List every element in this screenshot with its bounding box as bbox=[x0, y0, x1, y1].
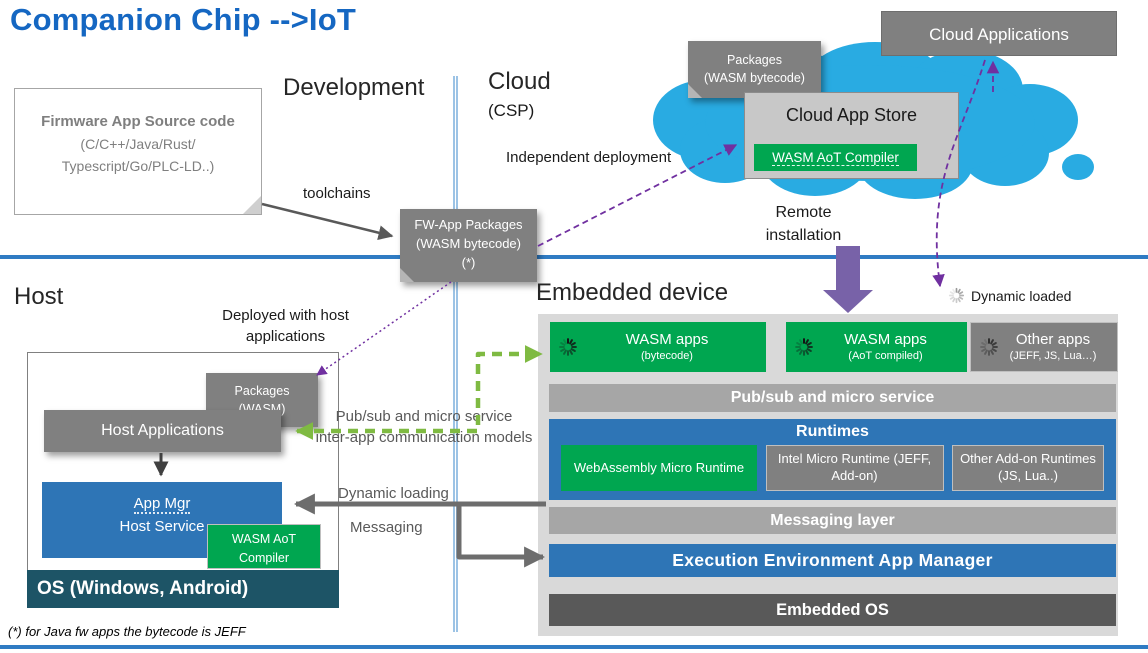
toolchains-label: toolchains bbox=[303, 185, 371, 202]
wasm-apps-bytecode-title: WASM apps bbox=[625, 330, 709, 348]
dynamic-loaded-label: Dynamic loaded bbox=[971, 287, 1072, 304]
firmware-source-title: Firmware App Source code bbox=[41, 113, 235, 130]
wasm-apps-bytecode-box: WASM apps (bytecode) bbox=[550, 322, 766, 372]
host-applications-box: Host Applications bbox=[44, 410, 281, 452]
other-apps-subtitle: (JEFF, JS, Lua…) bbox=[1009, 349, 1097, 362]
vertical-divider bbox=[453, 76, 458, 632]
fw-app-packages-note: FW-App Packages (WASM bytecode) (*) bbox=[400, 209, 537, 282]
cloud-applications-box: Cloud Applications bbox=[881, 11, 1117, 56]
independent-deployment-label: Independent deployment bbox=[506, 149, 672, 166]
execution-env-bar: Execution Environment App Manager bbox=[549, 544, 1116, 577]
bottom-border-line bbox=[0, 645, 1148, 649]
runtimes-container: Runtimes WebAssembly Micro Runtime Intel… bbox=[549, 419, 1116, 500]
spinner-icon bbox=[948, 287, 965, 304]
section-label-csp: (CSP) bbox=[488, 101, 535, 120]
toolchains-arrow bbox=[261, 202, 394, 241]
runtimes-title: Runtimes bbox=[796, 423, 869, 440]
host-os-bar: OS (Windows, Android) bbox=[27, 570, 339, 608]
wasm-apps-aot-box: WASM apps (AoT compiled) bbox=[786, 322, 967, 372]
wasm-apps-bytecode-subtitle: (bytecode) bbox=[641, 349, 693, 362]
wasm-apps-aot-subtitle: (AoT compiled) bbox=[848, 349, 923, 362]
cloud-app-store-title: Cloud App Store bbox=[785, 105, 918, 125]
spinner-icon bbox=[795, 338, 813, 356]
section-label-embedded-device: Embedded device bbox=[536, 279, 729, 306]
wasm-apps-aot-title: WASM apps bbox=[844, 330, 927, 348]
runtime-intel-box: Intel Micro Runtime (JEFF, Add-on) bbox=[765, 445, 944, 491]
remote-installation-label: Remote installation bbox=[765, 204, 842, 245]
firmware-source-box: Firmware App Source code (C/C++/Java/Rus… bbox=[14, 88, 262, 215]
cloud-aot-compiler-box: WASM AoT Compiler bbox=[754, 144, 917, 171]
dynamic-loading-label: Dynamic loading bbox=[338, 485, 449, 502]
section-label-cloud: Cloud bbox=[488, 68, 551, 95]
host-service-label: Host Service bbox=[119, 518, 205, 536]
deployed-with-host-label: Deployed with host applications bbox=[222, 307, 349, 345]
cloud-aot-compiler-label: WASM AoT Compiler bbox=[772, 150, 899, 166]
host-aot-compiler-box: WASM AoT Compiler bbox=[207, 524, 321, 569]
other-apps-title: Other apps bbox=[1015, 330, 1091, 348]
horizontal-divider bbox=[0, 255, 1148, 259]
cloud-app-store-box: Cloud App Store WASM AoT Compiler bbox=[744, 92, 959, 179]
pubsub-service-bar: Pub/sub and micro service bbox=[549, 384, 1116, 412]
footnote: (*) for Java fw apps the bytecode is JEF… bbox=[8, 624, 246, 639]
spinner-icon bbox=[559, 338, 577, 356]
messaging-arrow bbox=[456, 504, 546, 568]
section-label-host: Host bbox=[14, 283, 64, 310]
page-title: Companion Chip -->IoT bbox=[10, 2, 357, 37]
spinner-icon bbox=[980, 338, 998, 356]
pubsub-models-label: Pub/sub and micro service inter-app comm… bbox=[315, 408, 533, 446]
runtime-other-box: Other Add-on Runtimes (JS, Lua..) bbox=[952, 445, 1104, 491]
app-mgr-label: App Mgr bbox=[133, 495, 191, 514]
other-apps-box: Other apps (JEFF, JS, Lua…) bbox=[970, 322, 1118, 372]
embedded-os-bar: Embedded OS bbox=[549, 594, 1116, 626]
section-label-development: Development bbox=[283, 74, 425, 101]
messaging-label: Messaging bbox=[350, 519, 423, 536]
dynamic-loaded-indicator: Dynamic loaded bbox=[948, 287, 1071, 304]
runtime-wamr-box: WebAssembly Micro Runtime bbox=[561, 445, 757, 491]
messaging-layer-bar: Messaging layer bbox=[549, 507, 1116, 534]
packages-wasm-bytecode-note: Packages (WASM bytecode) bbox=[688, 41, 821, 98]
firmware-source-langs: (C/C++/Java/Rust/ Typescript/Go/PLC-LD..… bbox=[61, 136, 215, 174]
